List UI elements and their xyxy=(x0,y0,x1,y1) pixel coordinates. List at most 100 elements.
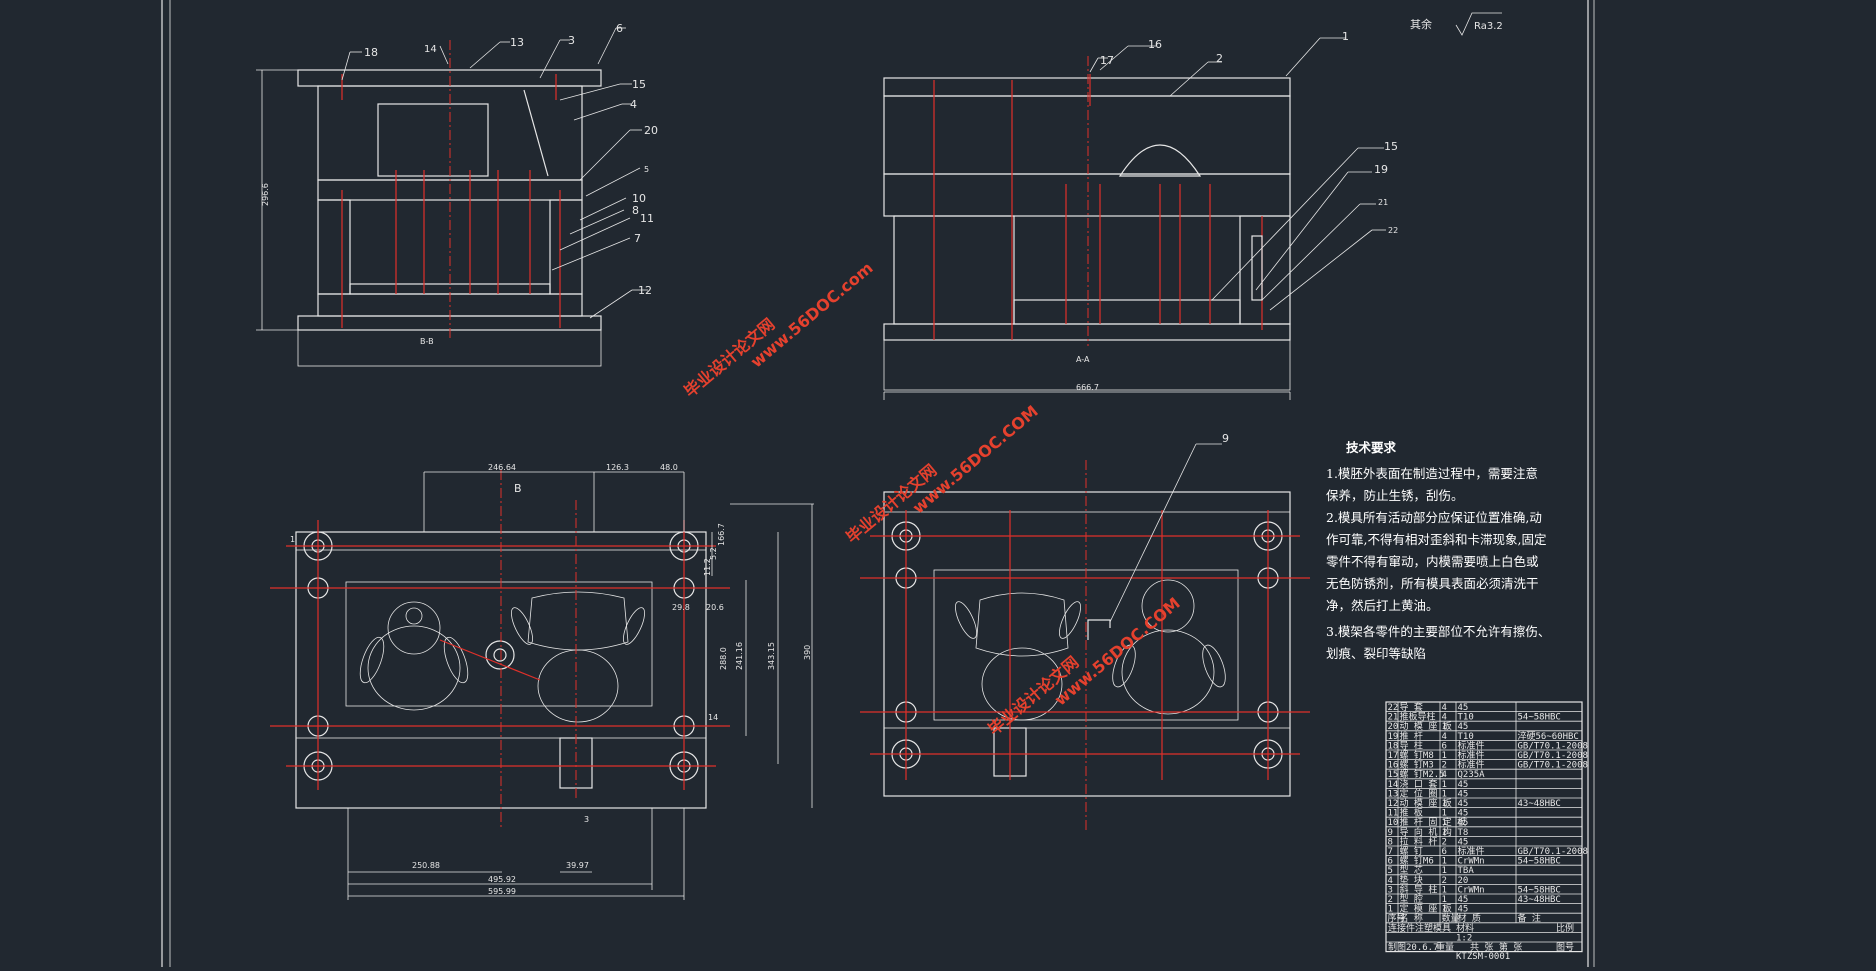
bom-row-1-col-1: 定 模 座 板 xyxy=(1400,903,1452,915)
right-section-width-dim: 666.7 xyxy=(1076,383,1099,392)
roughness-prefix: 其余 xyxy=(1410,17,1432,31)
bom-row-18-col-0: 18 xyxy=(1388,741,1399,751)
bom-row-2-col-4: 43~48HBC xyxy=(1518,895,1561,905)
bom-row-22-col-1: 导 套 xyxy=(1400,701,1423,713)
right-plan-centerlines xyxy=(860,510,1310,780)
bom-header-col-1: 名 称 xyxy=(1400,912,1423,924)
part-label-11: 11 xyxy=(640,212,654,225)
section-mark-b: B xyxy=(514,482,522,495)
part-label-6: 6 xyxy=(616,22,623,35)
bom-row-12-col-4: 43~48HBC xyxy=(1518,799,1561,809)
bom-sheet-label: 共 张 第 张 xyxy=(1470,941,1522,953)
watermark-3-url: www.56DOC.COM xyxy=(1051,594,1184,710)
left-section-height-dim: 296.6 xyxy=(261,183,270,206)
bom-row-20-col-3: 45 xyxy=(1458,722,1469,732)
bom-row-15-col-0: 15 xyxy=(1388,770,1399,780)
bom-row-7-col-3: 标准件 xyxy=(1458,845,1485,857)
bom-row-16-col-1: 螺 钉M3 xyxy=(1400,760,1434,771)
watermark-2-url: www.56DOC.COM xyxy=(909,402,1042,518)
tech-line-2: 保养，防止生锈，刮伤。 xyxy=(1326,488,1464,503)
bom-footer-label: 制图 xyxy=(1388,941,1406,953)
bom-row-11-col-0: 11 xyxy=(1388,809,1399,819)
bom-material-label: 材料 xyxy=(1456,922,1474,934)
bom-row-2-col-2: 1 xyxy=(1442,895,1447,905)
tech-line-5: 零件不得有窜动，内模需要喷上白色或 xyxy=(1326,554,1539,569)
left-part-outline-a xyxy=(359,601,469,711)
bom-row-20-col-1: 动 模 座 板 xyxy=(1400,720,1452,732)
dim-20-6: 20.6 xyxy=(706,603,724,612)
dim-166-7: 166.7 xyxy=(717,523,726,546)
part-label-14: 14 xyxy=(424,44,437,55)
right-plan-bolt-holes xyxy=(891,521,1283,769)
part-label-2: 2 xyxy=(1216,52,1223,65)
tech-line-4: 作可靠,不得有相对歪斜和卡滞现象,固定 xyxy=(1326,532,1546,547)
watermark-1: 毕业设计论文网 www.56DOC.com xyxy=(680,258,876,401)
bom-row-2-col-1: 型 腔 xyxy=(1400,893,1423,905)
bom-row-14-col-0: 14 xyxy=(1388,780,1399,790)
dim-250-88: 250.88 xyxy=(412,861,440,870)
dim-14: 14 xyxy=(708,713,718,722)
part-label-21: 21 xyxy=(1378,198,1388,207)
bom-row-5-col-2: 1 xyxy=(1442,866,1447,876)
part-label-5: 5 xyxy=(644,165,649,174)
bom-row-16-col-2: 2 xyxy=(1442,761,1447,771)
bom-scale-value: 1:2 xyxy=(1456,933,1472,943)
surface-roughness-note: 其余 Ra3.2 xyxy=(1410,12,1503,36)
tech-line-9: 划痕、裂印等缺陷 xyxy=(1326,646,1426,661)
bom-row-4-col-1: 垫 块 xyxy=(1400,874,1423,886)
bom-row-9-col-1: 导 向 机 构 xyxy=(1400,826,1452,838)
part-label-7: 7 xyxy=(634,232,641,245)
bom-row-19-col-4: 淬硬56~60HBC xyxy=(1518,730,1579,742)
bom-row-10-col-1: 推 杆 固 定 板 xyxy=(1400,816,1467,828)
bom-row-22-col-3: 45 xyxy=(1458,703,1469,713)
dim-5-2: 5.2 xyxy=(709,547,718,560)
bom-weight-label: 重量 xyxy=(1436,941,1454,953)
bom-drawing-no-label: 图号 xyxy=(1556,942,1574,953)
dim-595-99: 595.99 xyxy=(488,887,516,896)
bom-row-10-col-2: 1 xyxy=(1442,818,1447,828)
bom-row-8-col-0: 8 xyxy=(1388,837,1393,847)
right-section-part-labels: 17 16 2 1 15 19 21 22 xyxy=(1100,30,1398,235)
bom-row-2-col-0: 2 xyxy=(1388,895,1393,905)
left-plan-centerlines xyxy=(270,520,730,790)
bom-row-19-col-0: 19 xyxy=(1388,732,1399,742)
bom-row-22-col-0: 22 xyxy=(1388,703,1399,713)
tech-line-3: 2.模具所有活动部分应保证位置准确,动 xyxy=(1326,510,1542,525)
part-label-18: 18 xyxy=(364,46,378,59)
bom-row-19-col-2: 4 xyxy=(1442,732,1447,742)
bom-row-8-col-1: 拉 料 杆 xyxy=(1400,835,1438,847)
left-section-tag: B-B xyxy=(420,337,434,346)
bom-row-6-col-3: CrWMn xyxy=(1458,857,1485,867)
bom-row-14-col-2: 1 xyxy=(1442,780,1447,790)
bom-row-6-col-1: 螺 钉M6 xyxy=(1400,856,1434,867)
tech-line-7: 净，然后打上黄油。 xyxy=(1326,598,1439,613)
bom-row-3-col-2: 1 xyxy=(1442,885,1447,895)
bom-row-4-col-0: 4 xyxy=(1388,876,1393,886)
bom-row-15-col-1: 螺 钉M2.5 xyxy=(1400,769,1445,780)
bom-row-21-col-4: 54~58HBC xyxy=(1518,713,1561,723)
bom-row-11-col-3: 45 xyxy=(1458,809,1469,819)
bom-row-7-col-2: 6 xyxy=(1442,847,1447,857)
right-section-tag: A-A xyxy=(1076,355,1090,364)
part-label-4: 4 xyxy=(630,98,637,111)
bom-row-12-col-1: 动 模 座 板 xyxy=(1400,797,1452,809)
bom-row-12-col-2: 1 xyxy=(1442,799,1447,809)
right-part-outline-a xyxy=(955,592,1081,721)
part-label-1: 1 xyxy=(1342,30,1349,43)
bom-row-7-col-0: 7 xyxy=(1388,847,1393,857)
bom-row-4-col-3: 20 xyxy=(1458,876,1469,886)
bom-row-18-col-2: 6 xyxy=(1442,741,1447,751)
bom-header-col-2: 数量 xyxy=(1442,912,1460,924)
bom-row-1-col-0: 1 xyxy=(1388,905,1393,915)
bom-row-6-col-0: 6 xyxy=(1388,857,1393,867)
part-label-17: 17 xyxy=(1100,54,1114,67)
bom-row-6-col-2: 1 xyxy=(1442,857,1447,867)
bom-row-11-col-2: 1 xyxy=(1442,809,1447,819)
bom-row-8-col-3: 45 xyxy=(1458,837,1469,847)
bom-row-17-col-3: 标准件 xyxy=(1458,749,1485,761)
bom-row-10-col-0: 10 xyxy=(1388,818,1399,828)
bom-row-21-col-3: T10 xyxy=(1458,713,1474,723)
